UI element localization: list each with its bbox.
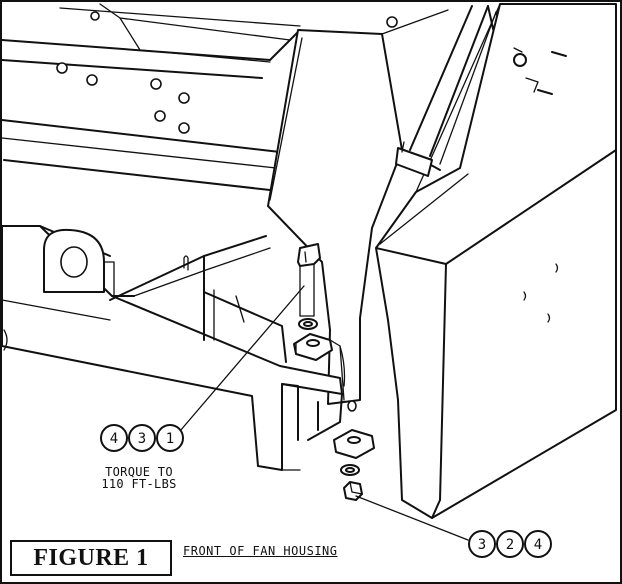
lower-square-nut xyxy=(333,429,375,459)
upper-callout-balloons: 4 3 1 xyxy=(100,424,184,452)
upper-square-nut xyxy=(293,333,346,401)
hex-bolt xyxy=(297,243,321,317)
upper-frame-rails xyxy=(1,3,301,191)
fan-housing-center-plate xyxy=(267,9,449,405)
rear-plate-holes xyxy=(56,11,398,134)
fan-housing-side-panel xyxy=(375,3,617,519)
lower-washer xyxy=(340,464,360,476)
balloon-4: 4 xyxy=(534,537,542,553)
torque-note-line1: TORQUE TO xyxy=(105,465,173,479)
leader-lines xyxy=(179,285,469,541)
figure-label: FIGURE 1 xyxy=(10,540,172,576)
figure-caption: FRONT OF FAN HOUSING xyxy=(183,544,338,558)
torque-note-line2: 110 FT-LBS xyxy=(101,477,177,491)
torque-note: TORQUE TO 110 FT-LBS xyxy=(96,466,182,490)
lower-callout-balloons: 3 2 4 xyxy=(468,530,552,558)
hinge-bracket xyxy=(395,141,433,177)
lower-hex-nut xyxy=(343,481,363,501)
balloon-4: 4 xyxy=(110,431,118,447)
balloon-2: 2 xyxy=(506,537,514,553)
balloon-3: 3 xyxy=(138,431,146,447)
upper-washer xyxy=(298,318,318,330)
cross-member-box xyxy=(109,235,287,363)
balloon-1: 1 xyxy=(166,431,174,447)
lower-mount-hole xyxy=(347,400,357,412)
balloon-3: 3 xyxy=(478,537,486,553)
lifting-lug xyxy=(43,228,115,297)
